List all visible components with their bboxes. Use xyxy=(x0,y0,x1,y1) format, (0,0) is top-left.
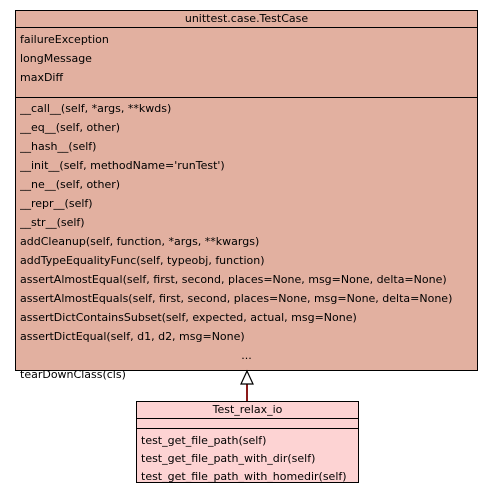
method: __eq__(self, other) xyxy=(20,121,121,134)
method: tearDownClass(cls) xyxy=(20,368,126,381)
method: __str__(self) xyxy=(20,216,85,229)
method: __init__(self, methodName='runTest') xyxy=(20,159,225,172)
methods-section: test_get_file_path(self) test_get_file_p… xyxy=(137,428,358,486)
class-box-test-relax-io[interactable]: Test_relax_io test_get_file_path(self) t… xyxy=(136,401,359,483)
method: test_get_file_path(self) xyxy=(141,434,267,447)
method: assertDictContainsSubset(self, expected,… xyxy=(20,311,357,324)
attribute: maxDiff xyxy=(20,71,64,84)
method: assertDictEqual(self, d1, d2, msg=None) xyxy=(20,330,245,343)
class-name: unittest.case.TestCase xyxy=(16,11,477,28)
method: __repr__(self) xyxy=(20,197,93,210)
attribute: longMessage xyxy=(20,52,92,65)
method: __call__(self, *args, **kwds) xyxy=(20,102,172,115)
attributes-section: failureException longMessage maxDiff xyxy=(16,28,477,97)
class-name: Test_relax_io xyxy=(137,402,358,419)
method: test_get_file_path_with_dir(self) xyxy=(141,452,316,465)
method: assertAlmostEqual(self, first, second, p… xyxy=(20,273,447,286)
method: __ne__(self, other) xyxy=(20,178,121,191)
method: assertAlmostEquals(self, first, second, … xyxy=(20,292,453,305)
method: __hash__(self) xyxy=(20,140,97,153)
class-box-testcase[interactable]: unittest.case.TestCase failureException … xyxy=(15,10,478,381)
attribute: failureException xyxy=(20,33,109,46)
inheritance-arrowhead-icon xyxy=(240,369,254,385)
method: test_get_file_path_with_homedir(self) xyxy=(141,470,347,483)
method: addCleanup(self, function, *args, **kwar… xyxy=(20,235,260,248)
methods-section: __call__(self, *args, **kwds) __eq__(sel… xyxy=(16,97,477,385)
attributes-section xyxy=(137,419,358,428)
ellipsis: ... xyxy=(241,349,252,362)
method: addTypeEqualityFunc(self, typeobj, funct… xyxy=(20,254,265,267)
